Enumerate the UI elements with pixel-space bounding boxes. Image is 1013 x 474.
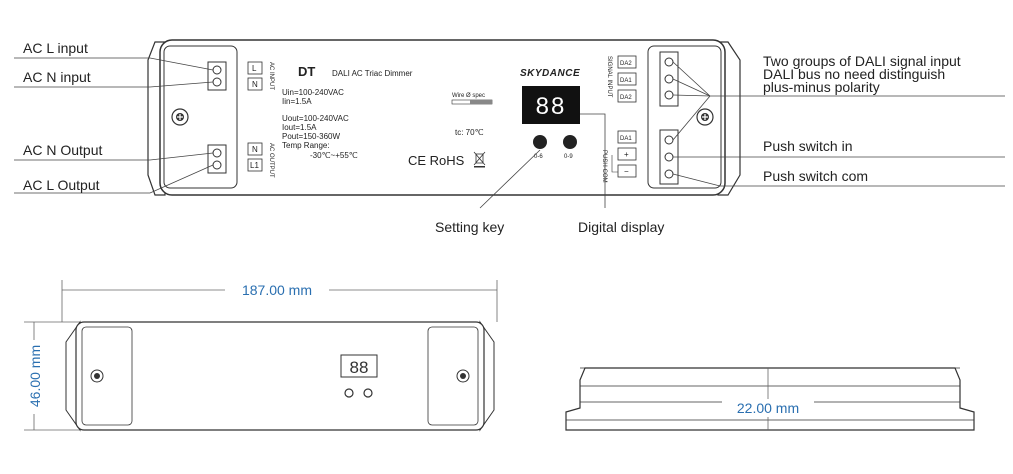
callout-lines — [14, 57, 1005, 209]
terminal-label-da2-top — [617, 55, 637, 69]
terminal-l1-text: L1 — [250, 161, 259, 170]
model-description: DALI AC Triac Dimmer — [332, 69, 413, 78]
callout-push-in: Push switch in — [763, 138, 852, 154]
dimension-top-view: 187.00 mm 46.00 mm 88 — [24, 280, 498, 432]
setting-key-small-2 — [363, 388, 373, 398]
height-dimension: 22.00 mm — [737, 400, 799, 416]
device-body — [159, 39, 726, 196]
spec-uin: Uin=100-240VAC — [282, 88, 344, 97]
side-view: 22.00 mm — [565, 367, 975, 431]
setting-key-1[interactable] — [533, 135, 547, 149]
svg-text:Wire Ø spec: Wire Ø spec — [452, 93, 485, 99]
display-small — [340, 354, 378, 378]
left-screw-small — [90, 369, 104, 383]
right-screw-small — [456, 369, 470, 383]
right-screw — [696, 108, 714, 126]
callout-push-com: Push switch com — [763, 168, 868, 184]
terminal-label-l1 — [247, 158, 263, 172]
cert-marks: CE RoHS — [408, 153, 465, 168]
weee-bin-icon — [473, 151, 486, 168]
signal-input-tag: SIGNAL INPUT — [606, 56, 612, 98]
da1-top-text: DA1 — [620, 78, 632, 84]
callout-dali-line2: DALI bus no need distinguish — [763, 66, 945, 82]
ac-input-tag: AC INPUT — [268, 62, 274, 90]
length-dimension: 187.00 mm — [242, 282, 312, 298]
spec-uout: Uout=100-240VAC — [282, 114, 349, 123]
da2-mid-text: DA2 — [620, 95, 632, 101]
da1-bot-text: DA1 — [620, 136, 632, 142]
terminal-label-l — [247, 61, 263, 75]
terminal-n-out-text: N — [252, 145, 258, 154]
spec-pout: Pout=150-360W — [282, 132, 340, 141]
callout-ac-l-input: AC L input — [23, 40, 88, 56]
push-com-bracket — [611, 155, 618, 173]
callout-dali-line1: Two groups of DALI signal input — [763, 53, 961, 69]
terminal-label-n-out — [247, 142, 263, 156]
ac-output-tag: AC OUTPUT — [268, 143, 274, 178]
terminal-label-da2-mid — [617, 89, 637, 103]
callout-setting-key: Setting key — [435, 219, 504, 235]
model-name: DT — [298, 64, 315, 79]
top-view: L N AC INPUT N L1 AC OUTPUT DT DALI AC T… — [147, 39, 741, 196]
display-digits: 88 — [536, 93, 567, 120]
wire-spec-icon: Wire Ø spec — [451, 93, 493, 105]
terminal-n-in-text: N — [252, 80, 258, 89]
display-small-digits: 88 — [350, 358, 369, 377]
width-dimension: 46.00 mm — [27, 345, 43, 407]
push-com-tag: PUSH-COM — [601, 150, 607, 183]
callout-digital-display: Digital display — [578, 219, 664, 235]
callout-ac-l-output: AC L Output — [23, 177, 100, 193]
terminal-label-minus — [617, 164, 637, 178]
brand-logo: SKYDANCE — [520, 68, 580, 79]
da2-top-text: DA2 — [620, 61, 632, 67]
spec-iin: Iin=1.5A — [282, 97, 312, 106]
terminal-label-da1-bot — [617, 130, 637, 144]
callout-ac-n-input: AC N input — [23, 69, 91, 85]
ac-output-terminal — [207, 144, 227, 174]
spec-iout: Iout=1.5A — [282, 123, 317, 132]
callout-dali-line3: plus-minus polarity — [763, 79, 880, 95]
ac-input-terminal — [207, 61, 227, 91]
terminal-l-text: L — [252, 64, 257, 73]
housing-top-outline — [75, 321, 485, 431]
setting-key-small-1 — [344, 388, 354, 398]
key2-label: 0-9 — [564, 154, 573, 160]
spec-temp-value: -30℃~+55℃ — [310, 151, 358, 160]
terminal-label-plus — [617, 147, 637, 161]
plus-text: + — [624, 150, 629, 159]
terminal-label-da1-top — [617, 72, 637, 86]
digital-display — [522, 86, 580, 124]
tc-temperature: tc: 70℃ — [455, 128, 484, 137]
terminal-label-n-in — [247, 77, 263, 91]
key1-label: 0-6 — [534, 154, 543, 160]
setting-key-2[interactable] — [563, 135, 577, 149]
left-screw — [171, 108, 189, 126]
dali-terminal — [659, 51, 679, 107]
spec-temp-label: Temp Range: — [282, 141, 330, 150]
callout-ac-n-output: AC N Output — [23, 142, 102, 158]
minus-text: − — [624, 167, 629, 176]
